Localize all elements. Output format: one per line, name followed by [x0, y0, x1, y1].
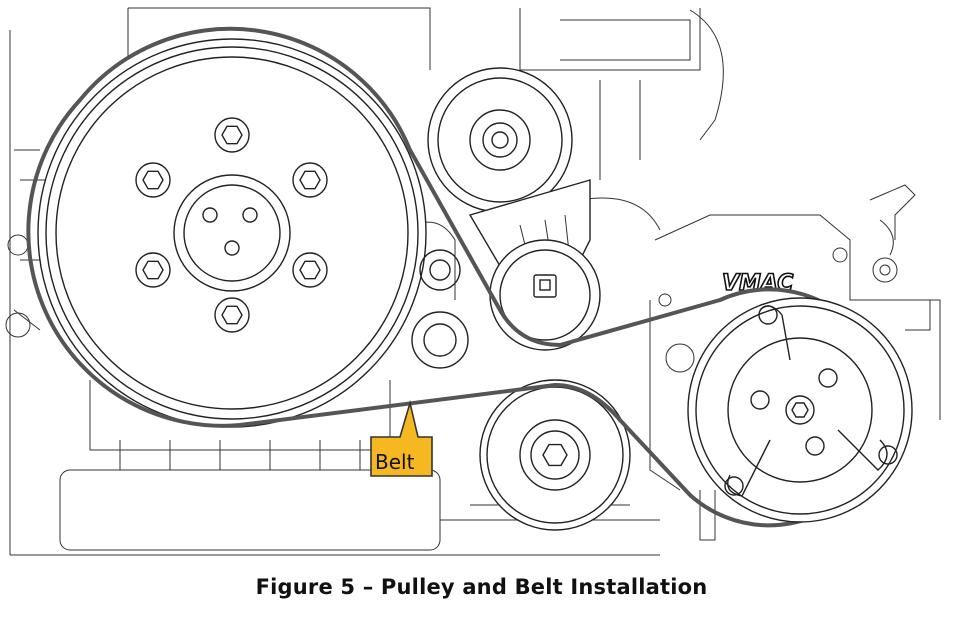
bolt: [292, 162, 328, 198]
pulley-hole: [242, 207, 258, 223]
belt-tensioner: [427, 67, 601, 351]
bolt: [214, 297, 250, 333]
bolt: [292, 252, 328, 288]
vmac-logo-text: VMAC: [722, 271, 793, 296]
crank-bolts: [135, 117, 328, 333]
bolt: [135, 162, 171, 198]
compressor-housing: [649, 184, 941, 541]
crankshaft-pulley: [37, 38, 427, 428]
upper-housing: [519, 8, 724, 231]
bolt: [135, 252, 171, 288]
small-idler-pulley: [411, 249, 469, 369]
belt-callout-box: [370, 399, 433, 477]
figure-caption: Figure 5 – Pulley and Belt Installation: [255, 575, 708, 599]
compressor-pulley: [687, 297, 913, 523]
pulley-hole: [224, 240, 240, 256]
belt-callout: Belt: [370, 399, 433, 477]
belt-callout-label: Belt: [375, 450, 415, 474]
lower-idler-pulley: [479, 379, 631, 531]
vmac-logo: VMAC: [721, 270, 794, 297]
pulley-hole: [202, 207, 218, 223]
bolt: [214, 117, 250, 153]
